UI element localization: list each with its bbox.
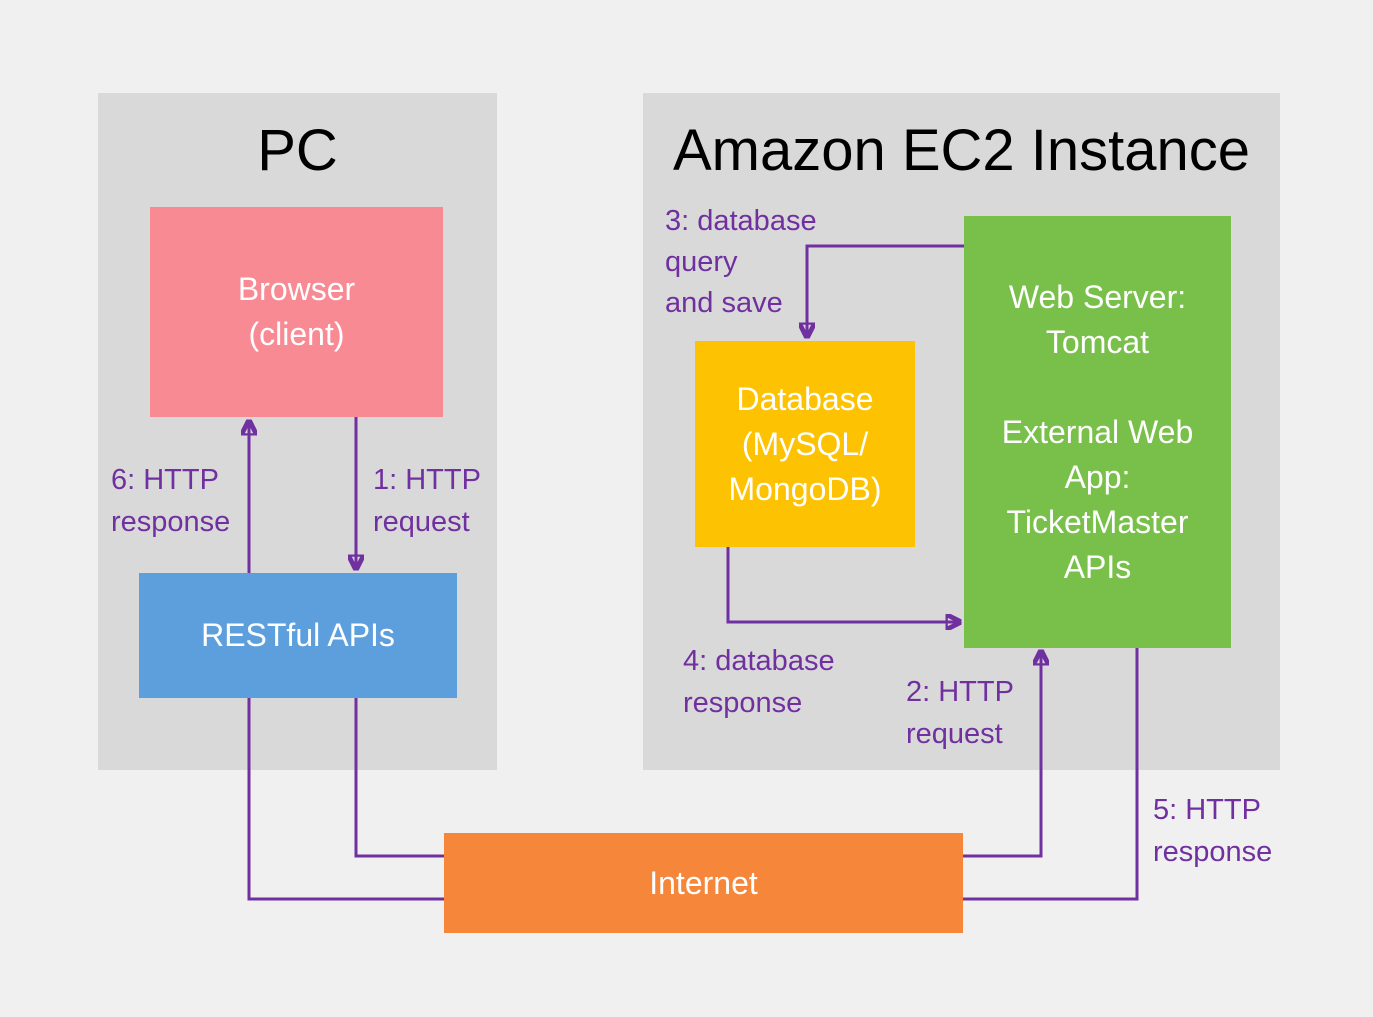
browser-node: Browser (client) bbox=[150, 207, 443, 417]
web-server-node: Web Server: Tomcat External Web App: Tic… bbox=[964, 216, 1231, 648]
edge-label-line: 1: HTTP bbox=[373, 464, 481, 496]
internet-label: Internet bbox=[649, 864, 758, 901]
edge-label-line: response bbox=[1153, 836, 1273, 868]
web-server-label-line: Tomcat bbox=[1045, 323, 1150, 360]
edge-label-line: 3: database bbox=[665, 205, 817, 237]
ec2-title: Amazon EC2 Instance bbox=[672, 118, 1251, 183]
edge-label-line: 4: database bbox=[683, 645, 835, 677]
browser-label-line: Browser bbox=[237, 271, 356, 307]
edge-label-line: 2: HTTP bbox=[906, 676, 1014, 708]
edge-label-line: request bbox=[906, 718, 1003, 750]
edge-label-3: 3: database query and save bbox=[665, 201, 817, 324]
web-server-label-line: App: bbox=[1064, 458, 1131, 495]
web-server-label-line: External Web bbox=[1001, 413, 1194, 450]
database-label-line: MongoDB) bbox=[728, 470, 882, 507]
edge-label-1: 1: HTTP request bbox=[373, 459, 481, 543]
web-server-label-line: APIs bbox=[1063, 548, 1132, 585]
pc-title: PC bbox=[257, 118, 338, 183]
edge-label-2: 2: HTTP request bbox=[906, 671, 1014, 755]
browser-label-line: (client) bbox=[248, 316, 345, 352]
edge-label-5: 5: HTTP response bbox=[1153, 789, 1272, 873]
internet-node: Internet bbox=[444, 833, 963, 933]
edge-label-line: query bbox=[665, 246, 738, 278]
database-label-line: (MySQL/ bbox=[741, 425, 869, 462]
edge-label-line: request bbox=[373, 506, 470, 538]
web-server-label-line: TicketMaster bbox=[1006, 503, 1189, 540]
edge-label-line: 6: HTTP bbox=[111, 464, 219, 496]
web-server-label-line: Web Server: bbox=[1008, 278, 1187, 315]
restful-apis-node: RESTful APIs bbox=[139, 573, 457, 698]
database-node: Database (MySQL/ MongoDB) bbox=[695, 341, 915, 547]
database-label-line: Database bbox=[736, 380, 874, 417]
restful-apis-label: RESTful APIs bbox=[201, 617, 395, 653]
edge-label-line: and save bbox=[665, 287, 783, 319]
edge-label-line: response bbox=[683, 687, 803, 719]
edge-label-4: 4: database response bbox=[683, 640, 835, 724]
edge-label-line: response bbox=[111, 506, 231, 538]
edge-label-6: 6: HTTP response bbox=[111, 459, 230, 543]
edge-label-line: 5: HTTP bbox=[1153, 794, 1261, 826]
